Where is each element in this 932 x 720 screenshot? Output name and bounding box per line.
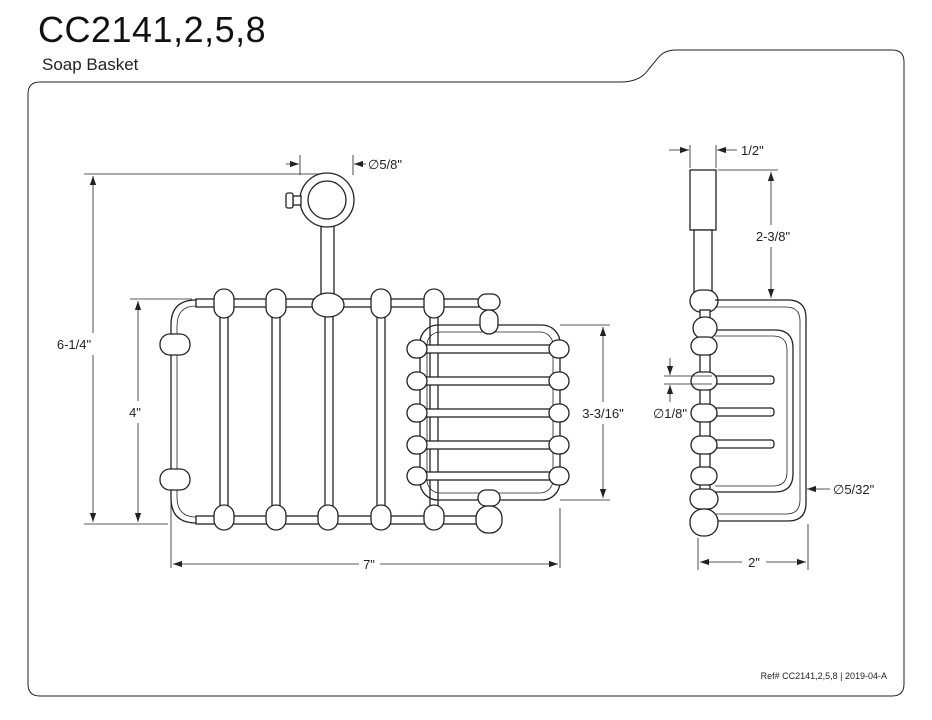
basket-height-label: 4" bbox=[129, 405, 141, 420]
mount-diameter-label: ∅5/8" bbox=[368, 157, 402, 172]
depth-label: 2" bbox=[748, 555, 760, 570]
rod-diameter-label: ∅1/8" bbox=[653, 406, 687, 421]
side-view bbox=[689, 169, 807, 537]
front-view bbox=[159, 172, 570, 534]
post-offset-label: 1/2" bbox=[741, 143, 764, 158]
dish-height-label: 3-3/16" bbox=[582, 406, 624, 421]
drawing-frame bbox=[27, 49, 905, 697]
model-number-title: CC2141,2,5,8 bbox=[38, 9, 267, 50]
dimension-lines-side bbox=[664, 145, 830, 570]
post-height-label: 2-3/8" bbox=[756, 229, 791, 244]
overall-width-label: 7" bbox=[363, 557, 375, 572]
product-name-subtitle: Soap Basket bbox=[42, 55, 139, 74]
dimension-lines-front bbox=[84, 155, 610, 568]
wire-diameter-label: ∅5/32" bbox=[833, 482, 875, 497]
reference-number: Ref# CC2141,2,5,8 | 2019-04-A bbox=[761, 671, 887, 681]
overall-height-label: 6-1/4" bbox=[57, 337, 92, 352]
